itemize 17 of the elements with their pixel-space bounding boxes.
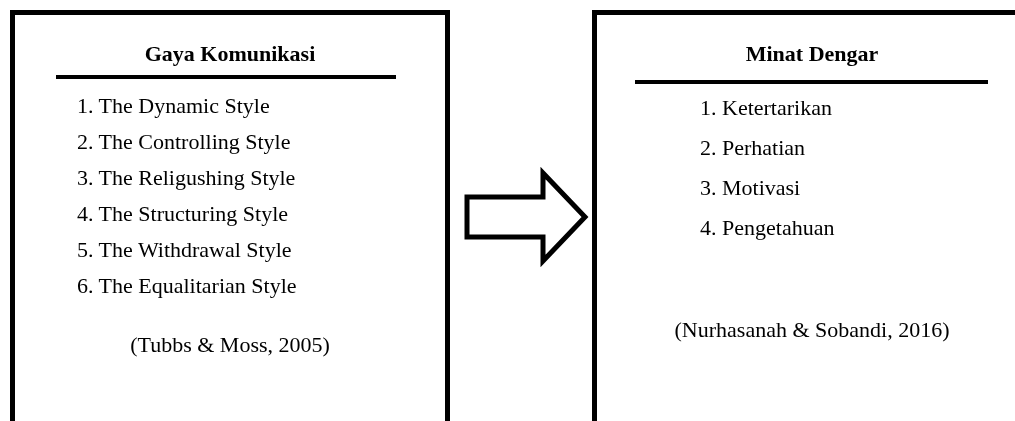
citation-text: (Tubbs & Moss, 2005)	[129, 331, 331, 359]
list-item: 2. The Controlling Style	[77, 129, 291, 155]
citation-text: (Nurhasanah & Sobandi, 2016)	[673, 316, 951, 344]
box-heading: Minat Dengar	[744, 41, 880, 67]
list-item: 3. Motivasi	[700, 175, 801, 201]
concept-box	[592, 10, 1015, 421]
list-item: 1. Ketertarikan	[700, 95, 832, 121]
list-item: 3. The Religushing Style	[77, 165, 296, 191]
list-item: 6. The Equalitarian Style	[77, 273, 297, 299]
block-arrow	[464, 166, 589, 268]
concept-box	[10, 10, 450, 421]
list-item: 4. The Structuring Style	[77, 201, 289, 227]
list-item: 1. The Dynamic Style	[77, 93, 270, 119]
box-heading: Gaya Komunikasi	[143, 41, 317, 67]
list-item: 2. Perhatian	[700, 135, 806, 161]
list-item: 4. Pengetahuan	[700, 215, 835, 241]
list-item: 5. The Withdrawal Style	[77, 237, 292, 263]
